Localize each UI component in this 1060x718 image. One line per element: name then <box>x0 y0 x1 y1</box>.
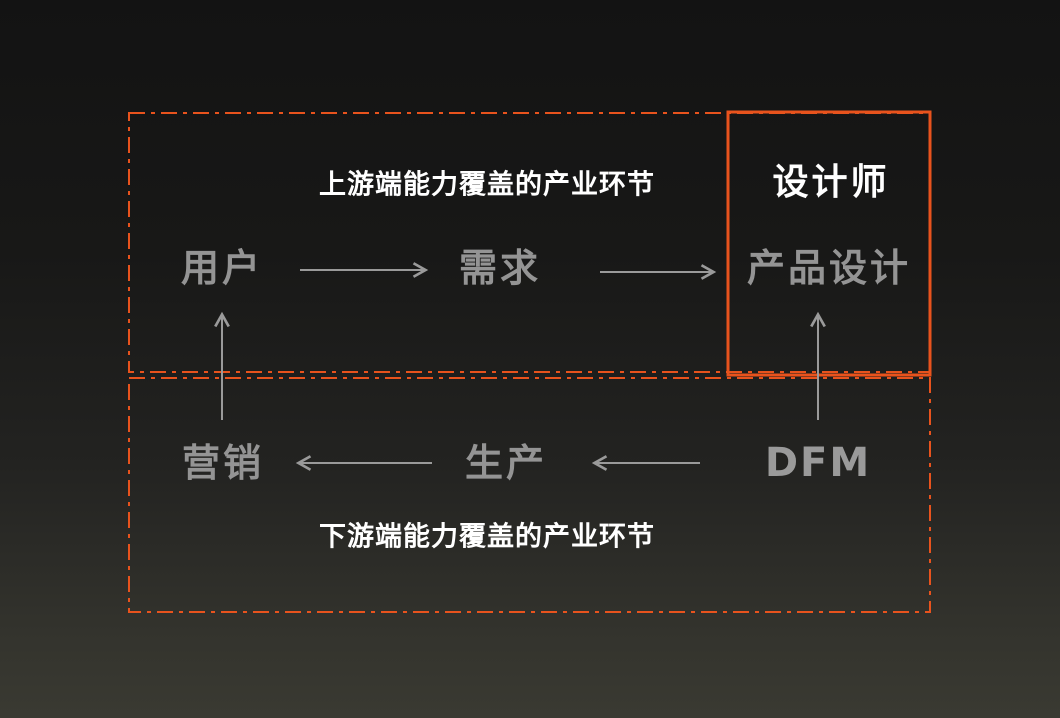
node-dfm: DFM <box>764 440 872 486</box>
designer-box-title: 设计师 <box>772 162 890 203</box>
node-marketing: 营销 <box>181 441 265 485</box>
designer-box-border <box>726 110 932 377</box>
node-production: 生产 <box>464 441 548 485</box>
downstream-region-border <box>128 377 931 613</box>
upstream-region-border <box>128 112 931 373</box>
node-product-design: 产品设计 <box>746 246 912 290</box>
downstream-region-label: 下游端能力覆盖的产业环节 <box>319 521 655 553</box>
node-demand: 需求 <box>458 246 542 290</box>
upstream-region-label: 上游端能力覆盖的产业环节 <box>319 169 655 201</box>
node-user: 用户 <box>180 246 264 290</box>
